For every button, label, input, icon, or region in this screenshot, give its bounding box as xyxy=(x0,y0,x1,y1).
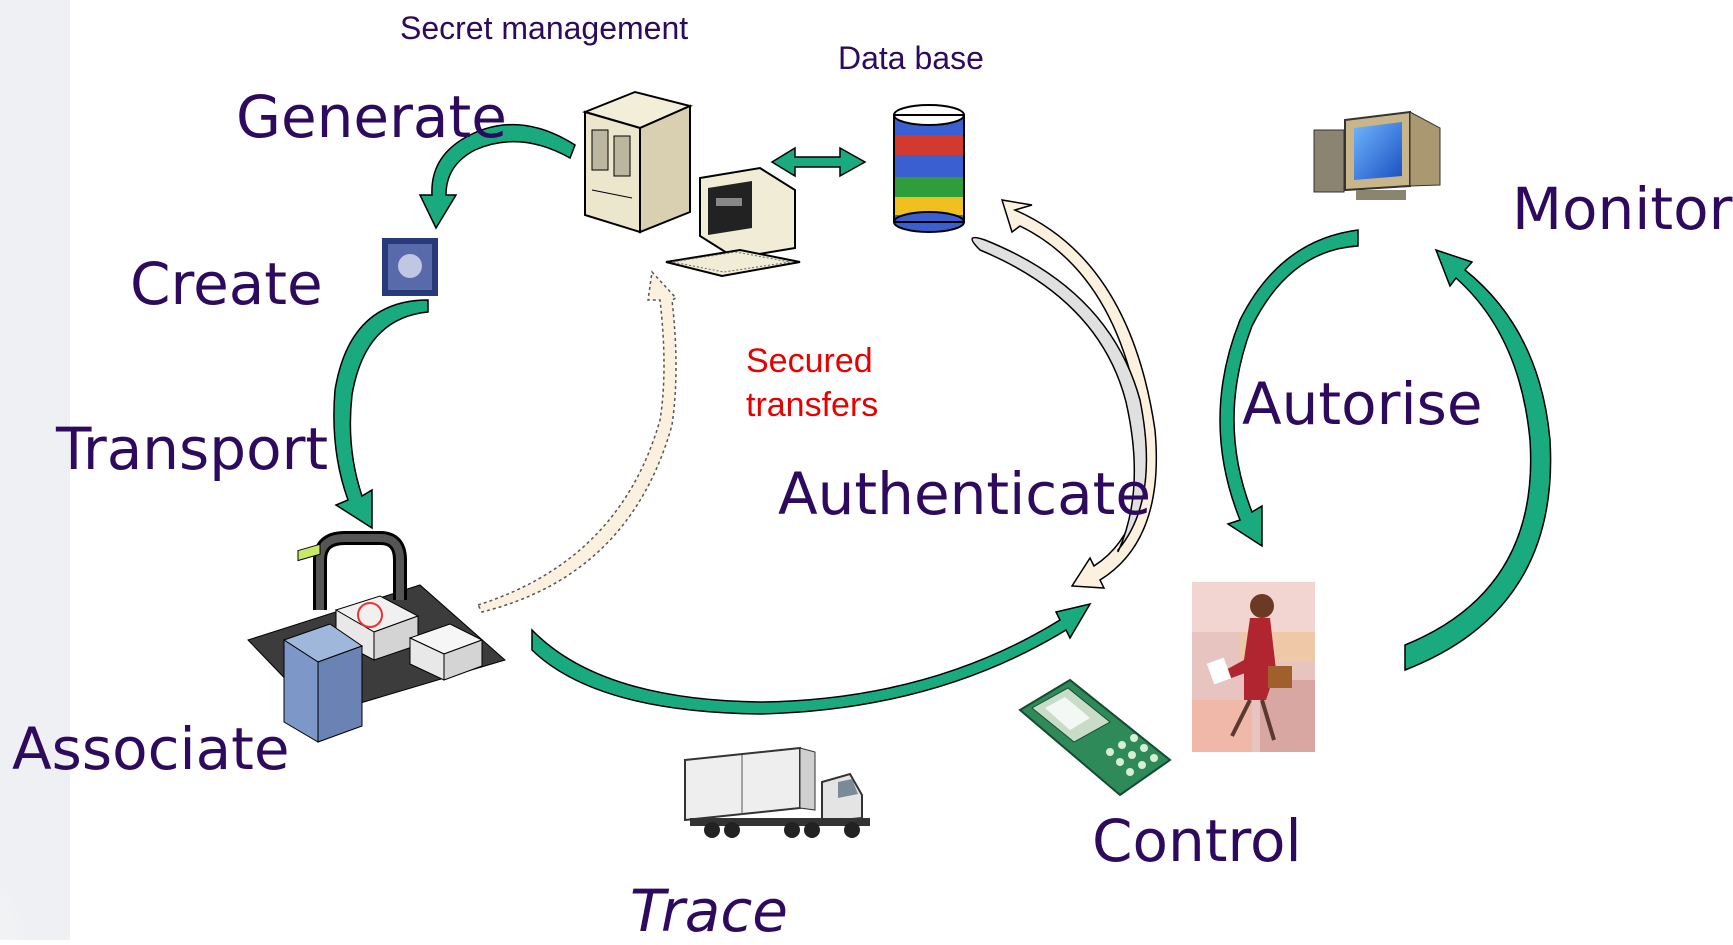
woman-walking-photo xyxy=(1192,582,1315,752)
label-transport: Transport xyxy=(56,415,329,483)
security-tag-icon xyxy=(382,238,438,296)
arrow-monitor xyxy=(1404,248,1552,672)
computer-terminal-icon xyxy=(665,166,801,278)
label-autorise: Autorise xyxy=(1242,370,1483,438)
labeling-machine-icon xyxy=(247,531,507,743)
label-authenticate: Authenticate xyxy=(778,460,1152,528)
background-swirl xyxy=(0,770,160,940)
label-secured-line1: Secured xyxy=(746,342,873,380)
label-associate: Associate xyxy=(12,715,290,783)
arrow-authenticate-cream xyxy=(1000,199,1158,589)
arrow-authenticate-gray xyxy=(971,236,1148,553)
database-icon xyxy=(893,104,965,233)
label-monitor: Monitor xyxy=(1512,175,1733,243)
desktop-monitor-icon xyxy=(1313,110,1441,200)
label-secret-management: Secret management xyxy=(400,10,689,46)
arrow-generate xyxy=(418,123,576,230)
arrow-secured-upload xyxy=(476,270,678,613)
label-secured-line2: transfers xyxy=(746,386,879,424)
label-generate: Generate xyxy=(236,83,507,151)
arrow-autorise xyxy=(1219,229,1359,548)
label-create: Create xyxy=(130,250,323,318)
arrow-trace xyxy=(531,602,1092,715)
server-icon xyxy=(581,90,694,234)
arrow-create-transport xyxy=(333,299,429,530)
label-trace: Trace xyxy=(630,877,788,945)
handheld-scanner-icon xyxy=(1018,678,1172,797)
label-data-base: Data base xyxy=(838,40,984,76)
arrow-database-link xyxy=(770,146,867,178)
truck-icon xyxy=(684,746,870,838)
label-control: Control xyxy=(1092,807,1302,875)
